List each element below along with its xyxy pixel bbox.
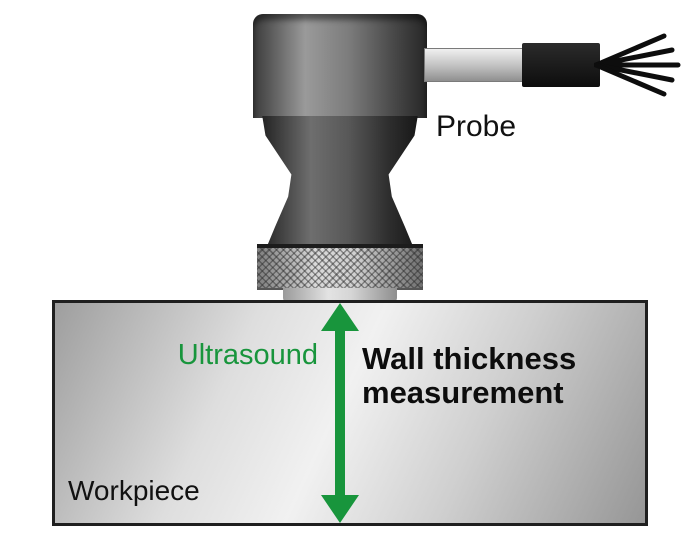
probe-top-cylinder (253, 14, 427, 118)
probe-waist-section (262, 116, 418, 246)
ultrasound-label: Ultrasound (177, 339, 318, 371)
probe-contact-tip (283, 288, 397, 302)
probe-label: Probe (436, 110, 517, 143)
wall-thickness-line2: measurement (362, 375, 564, 411)
wall-thickness-line1: Wall thickness (362, 341, 577, 376)
probe-knurled-ring (257, 244, 423, 290)
cable-fray-icon (594, 33, 681, 97)
wall-thickness-measurement-label: Wall thickness measurement (362, 341, 652, 411)
cable-plug (522, 43, 600, 87)
workpiece-block (52, 300, 648, 526)
workpiece-label: Workpiece (68, 475, 200, 506)
ultrasound-arrow-icon (321, 303, 359, 523)
cable-strain-relief (424, 48, 524, 82)
